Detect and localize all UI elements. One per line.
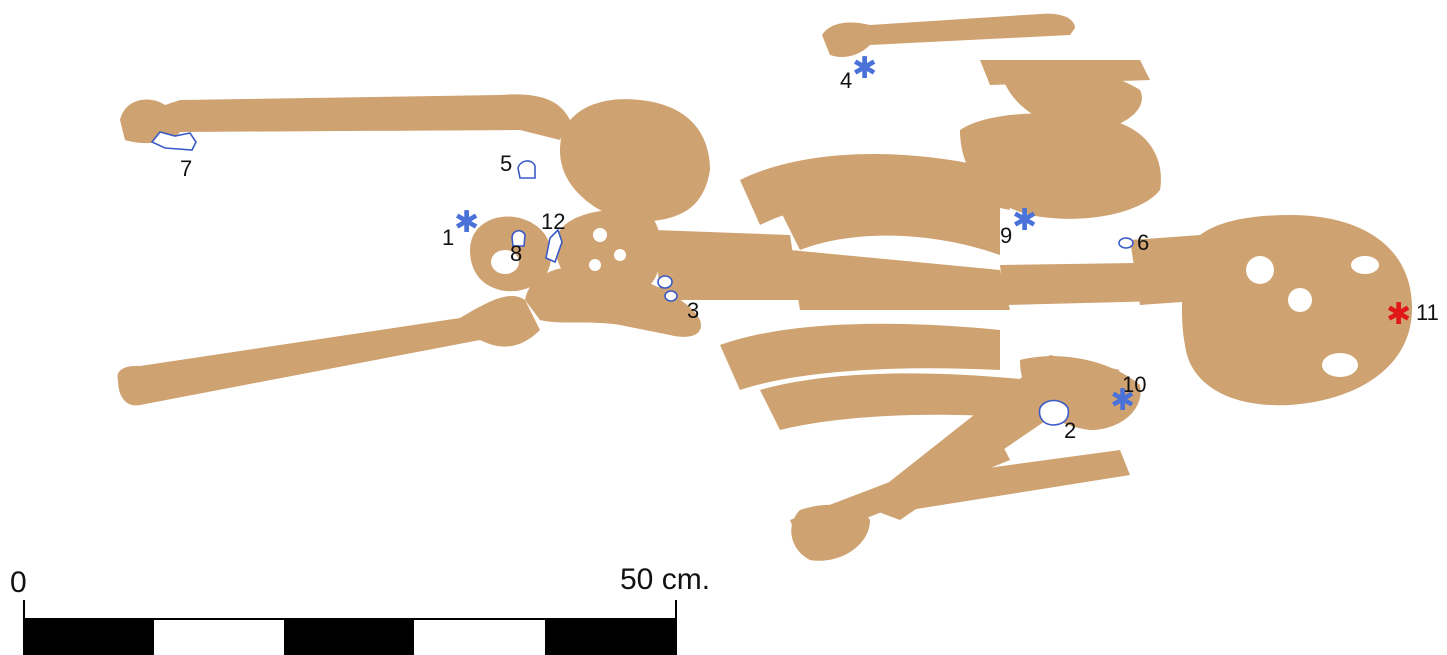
scale-segment-5 [545,618,677,655]
asterisk-marker-9: ✱ [1012,206,1037,236]
scale-tick-start [23,600,25,618]
pelvis-upper [560,99,710,221]
label-11: 11 [1416,302,1439,324]
hand-lower [791,505,870,561]
label-2: 2 [1064,420,1076,442]
asterisk-marker-4: ✱ [852,54,877,84]
bones [117,14,1412,561]
label-6: 6 [1137,232,1149,254]
scale-start-label: 0 [10,568,27,598]
asterisk-marker-10: ✱ [1110,386,1135,416]
scale-segment-1 [23,618,154,655]
label-4: 4 [840,70,852,92]
label-5: 5 [500,153,512,175]
asterisk-marker-1: ✱ [454,208,479,238]
scale-segment-4 [414,618,545,655]
scale-segment-2 [154,618,284,655]
label-12: 12 [541,211,565,233]
thoracic-spine [790,250,1010,310]
sacrum [555,210,661,290]
find-5-outline [518,161,535,178]
label-7: 7 [180,158,192,180]
scale-end-label: 50 cm. [620,565,710,595]
label-9: 9 [1000,225,1012,247]
asterisk-marker-11: ✱ [1386,300,1411,330]
label-8: 8 [510,243,522,265]
scale-tick-end [675,600,677,618]
scale-segment-3 [284,618,414,655]
lower-femur [117,296,540,405]
find-3-outline-b [665,291,677,301]
ribs-upper-2 [780,191,1000,255]
lumbar-spine [655,230,800,300]
find-6-outline [1119,238,1133,248]
find-3-outline-a [658,276,672,288]
label-1: 1 [442,227,454,249]
label-3: 3 [687,300,699,322]
